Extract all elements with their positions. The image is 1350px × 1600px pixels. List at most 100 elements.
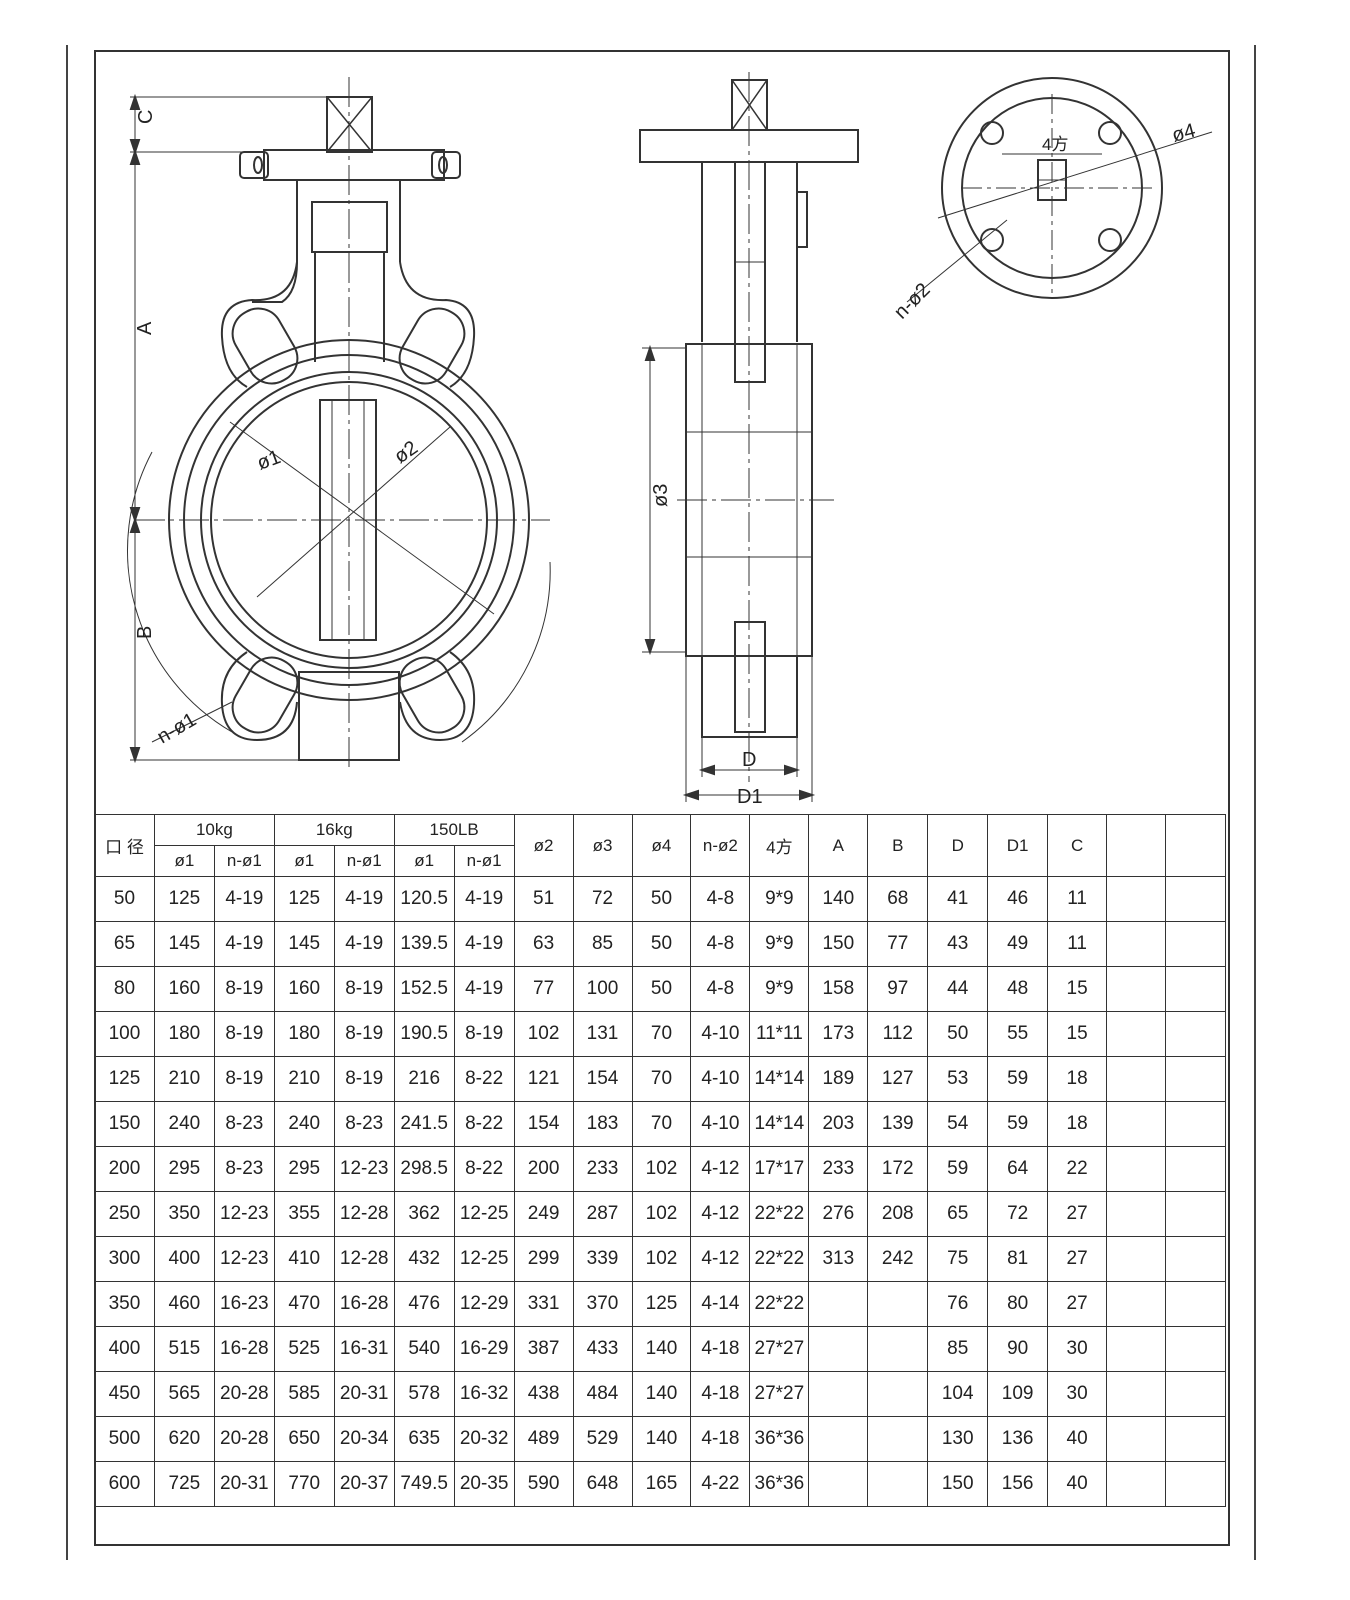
bolt-hole: [980, 121, 1004, 145]
table-cell: 49: [987, 921, 1049, 967]
table-cell: 650: [273, 1416, 335, 1462]
header-a: A: [808, 814, 869, 877]
table-cell: [808, 1281, 869, 1327]
table-cell: 16-31: [333, 1326, 395, 1372]
drawing-sheet: C A B ø1 ø2 n-ø1 ø3 D D1 4方 ø4 n-ø2 口 径 …: [94, 50, 1230, 1546]
sub-n-phi1: n-ø1: [213, 845, 275, 877]
table-cell: 276: [808, 1191, 869, 1237]
table-cell: 387: [513, 1326, 574, 1372]
table-cell: 8-22: [453, 1056, 515, 1102]
table-cell: 500: [94, 1416, 155, 1462]
top-flange: [263, 149, 445, 181]
table-cell: 4-12: [690, 1191, 751, 1237]
table-cell: 139.5: [393, 921, 455, 967]
table-cell: 121: [513, 1056, 574, 1102]
table-cell: 4-19: [453, 876, 515, 922]
table-cell: 210: [153, 1056, 215, 1102]
table-cell: 14*14: [749, 1101, 810, 1147]
dimension-table: 口 径 10kg 16kg 150LB ø2 ø3 ø4 n-ø2 4方 A B…: [94, 814, 1227, 1507]
table-cell: 16-23: [213, 1281, 275, 1327]
table-cell: 112: [867, 1011, 929, 1057]
label-d1: D1: [737, 786, 763, 808]
table-cell: 216: [393, 1056, 455, 1102]
table-cell: 51: [513, 876, 574, 922]
table-cell: 15: [1047, 1011, 1108, 1057]
table-cell: 160: [273, 966, 335, 1012]
table-cell: 20-37: [333, 1461, 395, 1507]
label-phi1: ø1: [254, 446, 283, 475]
label-phi4: ø4: [1170, 120, 1198, 147]
table-cell: 8-22: [453, 1101, 515, 1147]
table-cell: 12-28: [333, 1236, 395, 1282]
table-cell: 140: [631, 1416, 692, 1462]
table-cell: 438: [513, 1371, 574, 1417]
table-cell: 9*9: [749, 966, 810, 1012]
table-cell: [1164, 921, 1227, 967]
table-cell: 4-22: [690, 1461, 751, 1507]
table-cell: 590: [513, 1461, 574, 1507]
table-cell: 65: [94, 921, 155, 967]
table-cell: [1106, 1236, 1166, 1282]
table-cell: 46: [987, 876, 1049, 922]
table-cell: 150: [808, 921, 869, 967]
table-cell: 80: [987, 1281, 1049, 1327]
table-cell: 15: [1047, 966, 1108, 1012]
table-cell: 20-28: [213, 1416, 275, 1462]
table-cell: [1164, 1416, 1227, 1462]
table-cell: 59: [987, 1056, 1049, 1102]
table-cell: 63: [513, 921, 574, 967]
table-cell: 8-19: [333, 966, 395, 1012]
table-cell: 48: [987, 966, 1049, 1012]
table-cell: 190.5: [393, 1011, 455, 1057]
label-n-phi1: n-ø1: [154, 709, 201, 749]
table-cell: 154: [513, 1101, 574, 1147]
table-cell: 8-23: [333, 1101, 395, 1147]
table-cell: 40: [1047, 1416, 1108, 1462]
table-cell: 8-23: [213, 1101, 275, 1147]
table-cell: 370: [572, 1281, 633, 1327]
table-cell: 210: [273, 1056, 335, 1102]
table-cell: 36*36: [749, 1461, 810, 1507]
table-cell: 11: [1047, 921, 1108, 967]
table-cell: 240: [153, 1101, 215, 1147]
table-cell: 53: [927, 1056, 989, 1102]
table-cell: 30: [1047, 1371, 1108, 1417]
table-cell: 150: [927, 1461, 989, 1507]
table-cell: [1164, 1146, 1227, 1192]
table-cell: 172: [867, 1146, 929, 1192]
flange-outer: [941, 77, 1163, 299]
table-cell: 11*11: [749, 1011, 810, 1057]
header-phi3: ø3: [572, 814, 633, 877]
table-cell: [1106, 1281, 1166, 1327]
table-cell: [1106, 1326, 1166, 1372]
table-cell: 233: [572, 1146, 633, 1192]
table-cell: 100: [572, 966, 633, 1012]
table-cell: 460: [153, 1281, 215, 1327]
label-phi3: ø3: [650, 484, 672, 507]
table-cell: 59: [927, 1146, 989, 1192]
table-cell: 16-29: [453, 1326, 515, 1372]
table-cell: 156: [987, 1461, 1049, 1507]
side-shaft: [734, 161, 766, 383]
table-cell: 131: [572, 1011, 633, 1057]
table-cell: 140: [631, 1326, 692, 1372]
table-cell: 8-22: [453, 1146, 515, 1192]
sub-n-phi1: n-ø1: [333, 845, 395, 877]
table-cell: 16-32: [453, 1371, 515, 1417]
table-cell: 476: [393, 1281, 455, 1327]
table-cell: [867, 1461, 929, 1507]
table-cell: 27*27: [749, 1326, 810, 1372]
table-cell: 183: [572, 1101, 633, 1147]
table-cell: 339: [572, 1236, 633, 1282]
table-cell: [1106, 1191, 1166, 1237]
table-cell: 152.5: [393, 966, 455, 1012]
table-cell: 300: [94, 1236, 155, 1282]
table-cell: 20-31: [213, 1461, 275, 1507]
table-cell: 200: [513, 1146, 574, 1192]
table-cell: 160: [153, 966, 215, 1012]
table-cell: 241.5: [393, 1101, 455, 1147]
table-cell: 109: [987, 1371, 1049, 1417]
